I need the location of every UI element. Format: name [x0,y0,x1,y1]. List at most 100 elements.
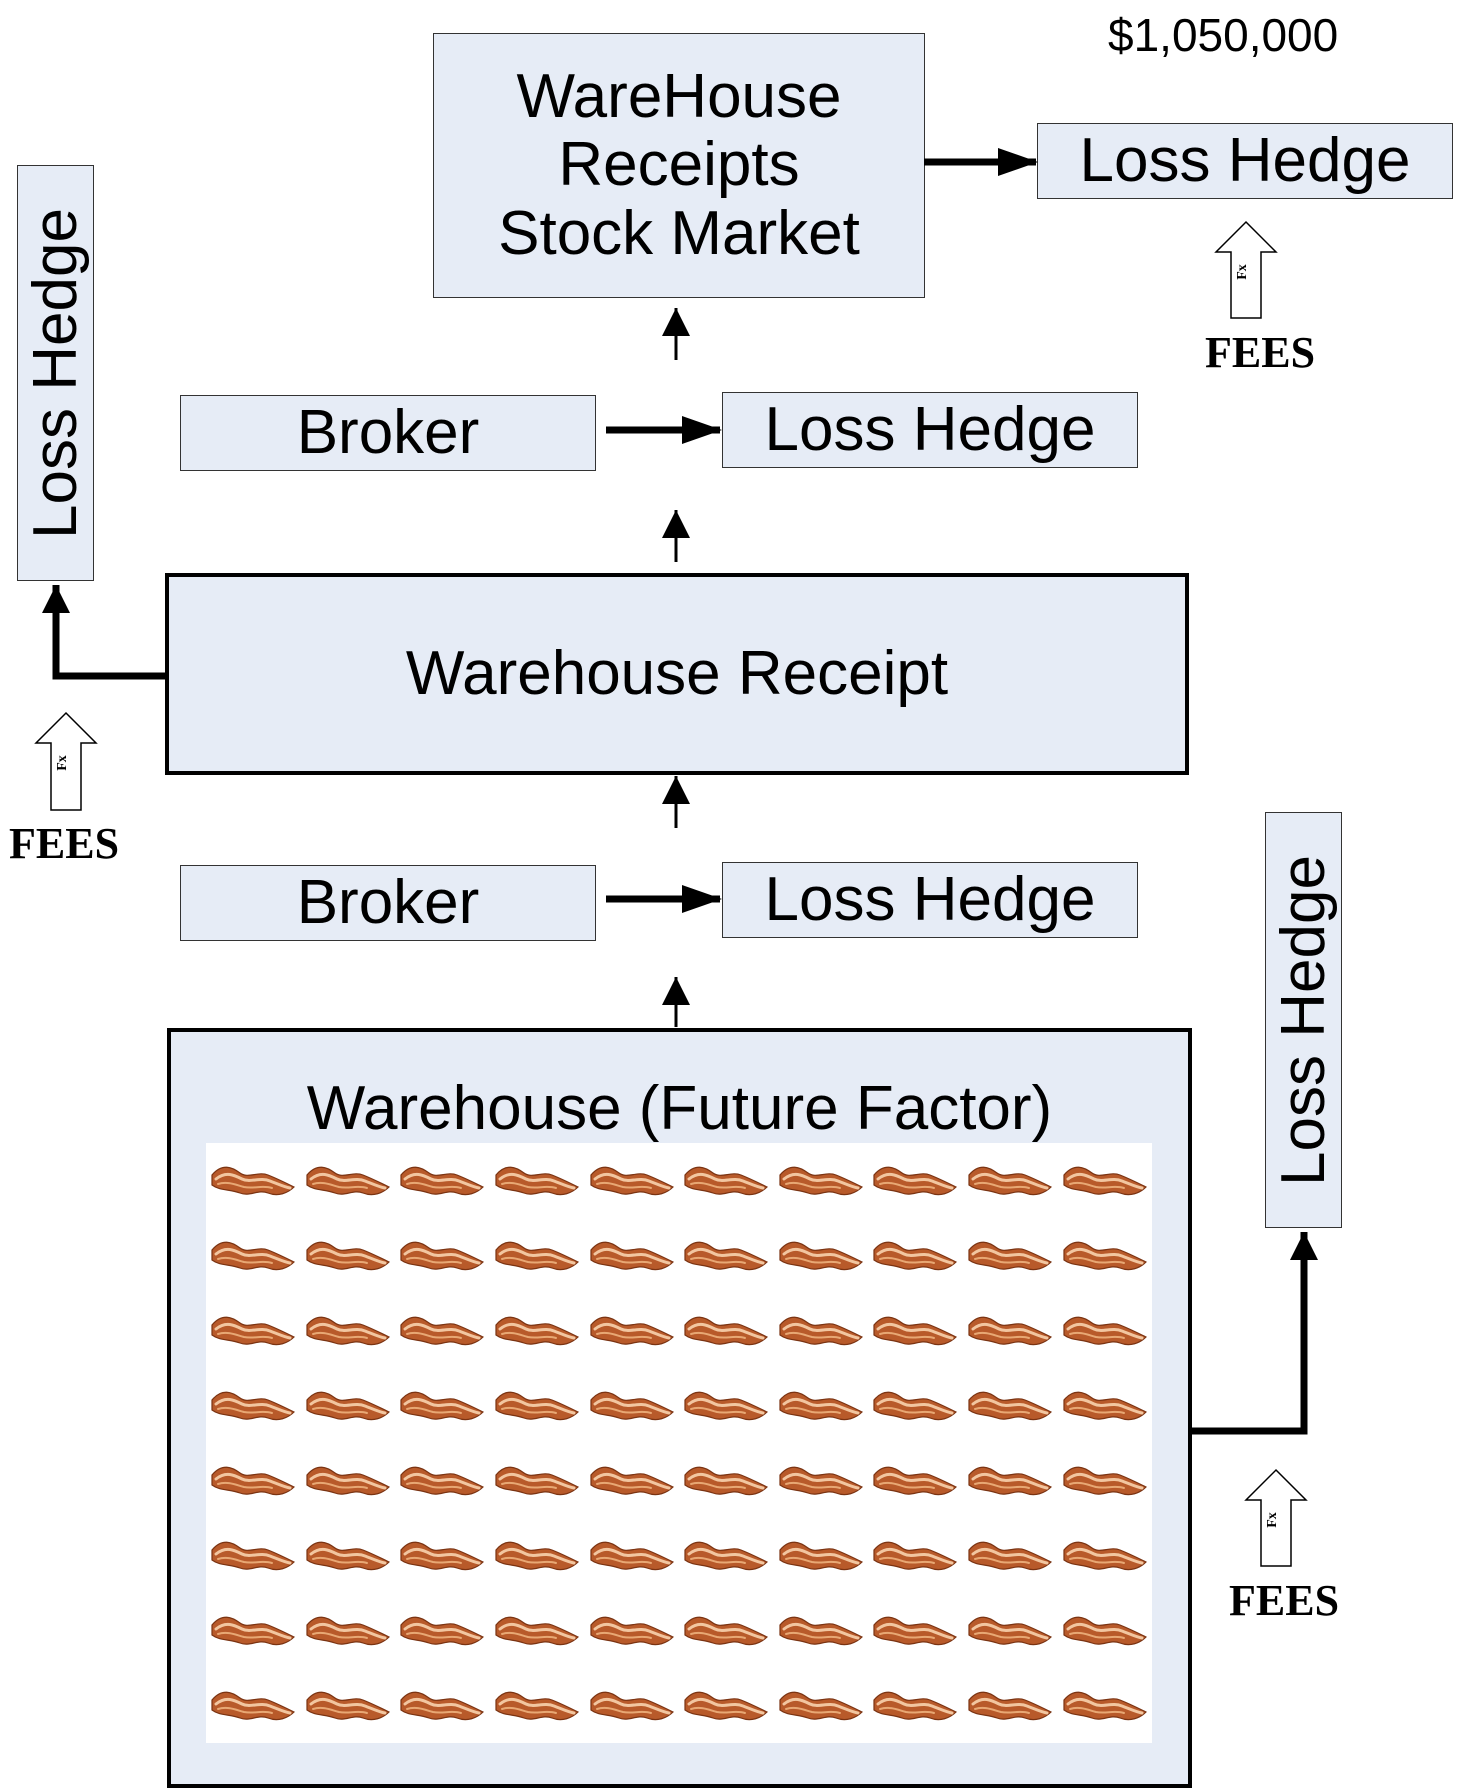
bacon-icon [301,1293,396,1368]
bacon-icon [963,1593,1058,1668]
bacon-icon [395,1668,490,1743]
loss-hedge-top-label: Loss Hedge [1079,125,1411,195]
bacon-icon [584,1293,679,1368]
bacon-icon [301,1368,396,1443]
bacon-icon [774,1218,869,1293]
bacon-icon [301,1518,396,1593]
fees-label-left: FEES [9,819,120,868]
bacon-icon [206,1443,301,1518]
bacon-icon [395,1593,490,1668]
arrow-receipt-to-left-hedge [42,585,167,680]
bacon-icon [868,1143,963,1218]
bacon-icon [395,1443,490,1518]
bacon-icon [395,1143,490,1218]
bacon-icon [1057,1293,1152,1368]
bacon-icon [584,1593,679,1668]
warehouse-receipt-label: Warehouse Receipt [405,638,949,708]
bacon-icon [963,1293,1058,1368]
stock-market-line-1: WareHouse [516,62,842,132]
bacon-icon [868,1593,963,1668]
bacon-icon [301,1218,396,1293]
bacon-icon [301,1668,396,1743]
fees-arrow-top: Fx [1214,220,1278,319]
bacon-icon [868,1218,963,1293]
bacon-inventory-grid [206,1143,1152,1743]
stock-market-line-2: Receipts [558,130,800,200]
bacon-icon [774,1143,869,1218]
fx-label-top: Fx [1235,264,1250,280]
fees-label-right: FEES [1229,1576,1340,1625]
bacon-icon [584,1368,679,1443]
fx-label-left: Fx [55,755,70,771]
bacon-icon [679,1368,774,1443]
price-label: $1,050,000 [1108,9,1339,61]
bacon-icon [868,1668,963,1743]
loss-hedge-upper-label: Loss Hedge [764,394,1096,464]
loss-hedge-left-box: Loss Hedge [17,165,94,581]
bacon-icon [679,1143,774,1218]
bacon-icon [206,1218,301,1293]
bacon-icon [774,1368,869,1443]
loss-hedge-upper-box: Loss Hedge [722,392,1138,468]
arrow-warehouse-to-right-hedge [1192,1232,1318,1435]
loss-hedge-lower-box: Loss Hedge [722,862,1138,938]
broker-lower-label: Broker [296,867,480,937]
bacon-icon [206,1143,301,1218]
bacon-icon [490,1218,585,1293]
bacon-icon [774,1593,869,1668]
bacon-icon [584,1143,679,1218]
bacon-icon [395,1368,490,1443]
bacon-icon [679,1668,774,1743]
bacon-icon [206,1368,301,1443]
bacon-icon [868,1368,963,1443]
bacon-icon [774,1293,869,1368]
bacon-icon [490,1668,585,1743]
bacon-icon [774,1443,869,1518]
bacon-icon [490,1593,585,1668]
bacon-icon [206,1518,301,1593]
bacon-icon [301,1593,396,1668]
bacon-icon [1057,1443,1152,1518]
bacon-icon [206,1593,301,1668]
broker-upper-box: Broker [180,395,596,471]
bacon-icon [774,1668,869,1743]
bacon-icon [584,1443,679,1518]
bacon-icon [490,1368,585,1443]
bacon-icon [963,1368,1058,1443]
warehouse-label: Warehouse (Future Factor) [306,1074,1053,1143]
bacon-icon [679,1443,774,1518]
bacon-icon [206,1293,301,1368]
bacon-icon [490,1293,585,1368]
bacon-icon [868,1518,963,1593]
fees-label-top: FEES [1205,328,1316,377]
bacon-icon [1057,1518,1152,1593]
bacon-icon [679,1218,774,1293]
bacon-icon [395,1218,490,1293]
bacon-icon [301,1143,396,1218]
bacon-icon [1057,1593,1152,1668]
loss-hedge-right-box: Loss Hedge [1265,812,1342,1228]
bacon-icon [490,1443,585,1518]
bacon-icon [584,1518,679,1593]
bacon-icon [1057,1668,1152,1743]
bacon-icon [1057,1218,1152,1293]
loss-hedge-top-box: Loss Hedge [1037,123,1453,199]
bacon-icon [679,1293,774,1368]
broker-lower-box: Broker [180,865,596,941]
bacon-icon [868,1443,963,1518]
bacon-icon [1057,1368,1152,1443]
bacon-icon [963,1143,1058,1218]
bacon-icon [963,1518,1058,1593]
bacon-icon [963,1218,1058,1293]
bacon-icon [774,1518,869,1593]
stock-market-box: WareHouse Receipts Stock Market [433,33,925,298]
bacon-icon [868,1293,963,1368]
bacon-icon [679,1518,774,1593]
bacon-icon [490,1518,585,1593]
fees-arrow-left: Fx [34,711,98,811]
bacon-icon [206,1668,301,1743]
bacon-icon [395,1518,490,1593]
fees-arrow-right: Fx [1244,1468,1308,1567]
bacon-icon [301,1443,396,1518]
